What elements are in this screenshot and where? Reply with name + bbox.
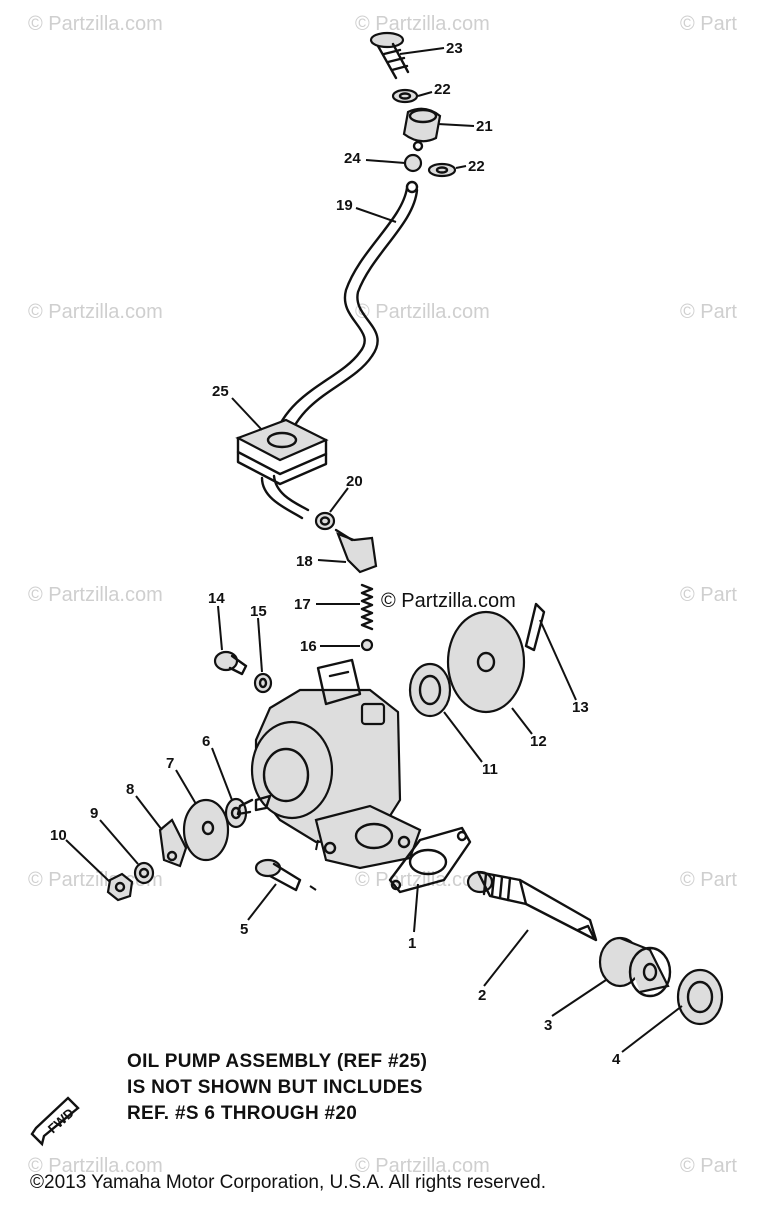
watermark: © Partzilla.com bbox=[355, 301, 490, 323]
watermark: © Partzilla.com bbox=[355, 13, 490, 35]
callout-20: 20 bbox=[346, 473, 363, 490]
callout-2: 2 bbox=[478, 987, 486, 1004]
callout-19: 19 bbox=[336, 197, 353, 214]
callout-9: 9 bbox=[90, 805, 98, 822]
part-20-pipe-clip[interactable] bbox=[314, 511, 336, 531]
part-12-cover-plate[interactable] bbox=[446, 610, 526, 714]
callout-numbers: 23 22 21 24 22 19 25 20 18 17 16 14 15 1… bbox=[50, 40, 621, 1068]
part-3-bushing[interactable] bbox=[598, 936, 672, 998]
part-11-oil-seal[interactable] bbox=[408, 662, 452, 718]
callout-3: 3 bbox=[544, 1017, 552, 1034]
watermark: © Partzilla.com bbox=[28, 584, 163, 606]
note-line-1: OIL PUMP ASSEMBLY (REF #25) bbox=[127, 1051, 428, 1072]
callout-24: 24 bbox=[344, 150, 361, 167]
callout-4: 4 bbox=[612, 1051, 621, 1068]
note-line-3: REF. #S 6 THROUGH #20 bbox=[127, 1103, 358, 1124]
watermark: © Partzilla.com bbox=[28, 13, 163, 35]
watermark: © Partzilla.com bbox=[28, 1155, 163, 1177]
forward-arrow-icon: FWD bbox=[30, 1096, 80, 1147]
callout-14: 14 bbox=[208, 590, 225, 607]
callout-22: 22 bbox=[434, 81, 451, 98]
part-15-lock-washer[interactable] bbox=[253, 672, 273, 694]
part-7-plate[interactable] bbox=[182, 798, 230, 862]
part-2-drive-shaft[interactable] bbox=[466, 870, 598, 942]
callout-7: 7 bbox=[166, 755, 174, 772]
callout-6: 6 bbox=[202, 733, 210, 750]
callout-11: 11 bbox=[482, 761, 498, 778]
oil-pump-body[interactable] bbox=[250, 658, 422, 870]
part-23-banjo-bolt[interactable] bbox=[369, 31, 410, 80]
center-watermark: © Partzilla.com bbox=[381, 590, 516, 612]
part-4-bearing[interactable] bbox=[676, 968, 724, 1026]
part-22-gasket-washer-lower[interactable] bbox=[427, 162, 457, 178]
callout-21: 21 bbox=[476, 118, 493, 135]
note-line-2: IS NOT SHOWN BUT INCLUDES bbox=[127, 1077, 423, 1098]
part-16-ball[interactable] bbox=[360, 638, 374, 652]
part-1-gasket[interactable] bbox=[388, 826, 472, 894]
copyright-text: ©2013 Yamaha Motor Corporation, U.S.A. A… bbox=[30, 1172, 546, 1193]
callout-18: 18 bbox=[296, 553, 313, 570]
watermark: © Part bbox=[680, 13, 737, 35]
part-8-lock-washer[interactable] bbox=[158, 818, 188, 868]
watermark: © Part bbox=[680, 1155, 737, 1177]
callout-10: 10 bbox=[50, 827, 67, 844]
callout-17: 17 bbox=[294, 596, 311, 613]
watermark: © Partzilla.com bbox=[355, 869, 490, 891]
watermark: © Part bbox=[680, 301, 737, 323]
callout-leaders bbox=[65, 47, 683, 1053]
part-24-check-ball[interactable] bbox=[403, 153, 423, 173]
callout-16: 16 bbox=[300, 638, 317, 655]
callout-1: 1 bbox=[408, 935, 416, 952]
part-14-screw[interactable] bbox=[213, 650, 248, 676]
part-22-gasket-washer[interactable] bbox=[391, 88, 419, 104]
watermark: © Partzilla.com bbox=[28, 301, 163, 323]
callout-22b: 22 bbox=[468, 158, 485, 175]
part-pipe-lower-section[interactable] bbox=[260, 476, 304, 520]
callout-12: 12 bbox=[530, 733, 547, 750]
part-21-union-fitting[interactable] bbox=[402, 107, 442, 152]
callout-13: 13 bbox=[572, 699, 589, 716]
watermark: © Part bbox=[680, 869, 737, 891]
part-10-nut[interactable] bbox=[106, 872, 134, 902]
part-18-elbow-fitting[interactable] bbox=[334, 528, 378, 574]
callout-23: 23 bbox=[446, 40, 463, 57]
callout-15: 15 bbox=[250, 603, 267, 620]
pump-shaft-stub bbox=[236, 798, 254, 816]
part-13-pin[interactable] bbox=[524, 602, 546, 652]
part-17-spring[interactable] bbox=[360, 583, 374, 631]
callout-25: 25 bbox=[212, 383, 229, 400]
part-9-washer[interactable] bbox=[133, 861, 155, 885]
part-19-oil-delivery-pipe[interactable] bbox=[272, 180, 419, 442]
part-25-pipe-grommet[interactable] bbox=[235, 418, 329, 486]
callout-8: 8 bbox=[126, 781, 134, 798]
assembly-note: OIL PUMP ASSEMBLY (REF #25) IS NOT SHOWN… bbox=[127, 1049, 427, 1127]
watermark-layer: © Partzilla.com © Partzilla.com © Part ©… bbox=[28, 13, 737, 1177]
part-5-bolt[interactable] bbox=[254, 858, 302, 892]
watermark: © Part bbox=[680, 584, 737, 606]
callout-5: 5 bbox=[240, 921, 248, 938]
watermark: © Partzilla.com bbox=[355, 1155, 490, 1177]
